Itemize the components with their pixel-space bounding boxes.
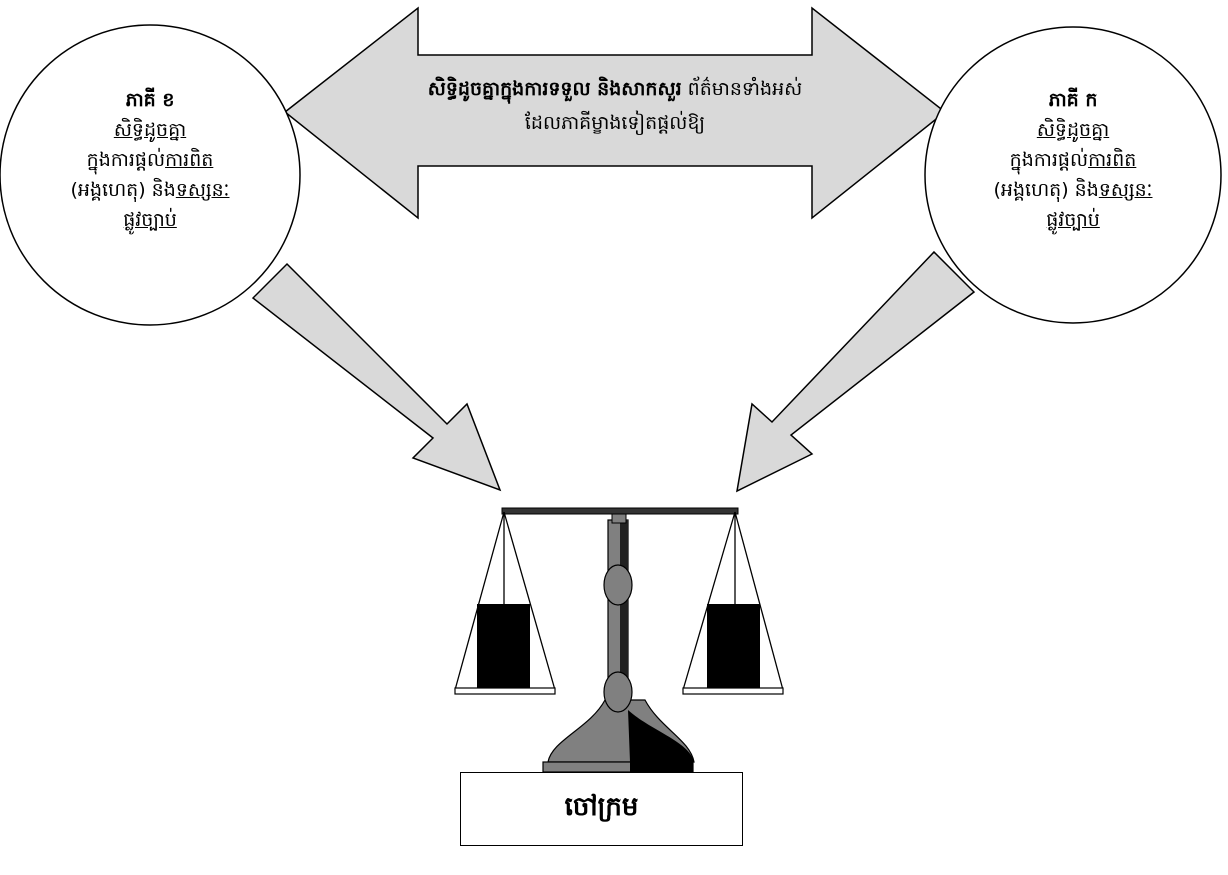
party-right-line3-underlined: ទស្សនៈ bbox=[1098, 179, 1153, 201]
court-label: ចៅក្រម bbox=[564, 792, 639, 822]
party-right-line3-plain: (អង្គហេតុ) និង bbox=[993, 179, 1099, 201]
party-right-line1: សិទ្ធិដូចគ្នា bbox=[1036, 119, 1110, 141]
party-right-text: ភាគី ក សិទ្ធិដូចគ្នា ក្នុងការផ្តល់ការពិត… bbox=[953, 85, 1193, 235]
center-arrow-text: សិទ្ធិដូចគ្នាក្នុងការទទួល និងសាកសួរ ព័ត៌… bbox=[380, 72, 850, 140]
party-left-line2-plain: ក្នុងការផ្តល់ bbox=[86, 149, 166, 171]
court-box: ចៅក្រម bbox=[460, 772, 743, 846]
party-right-title: ភាគី ក bbox=[1048, 89, 1098, 111]
party-left-line3-plain: (អង្គហេតុ) និង bbox=[70, 179, 176, 201]
center-arrow-plain-text: ព័ត៌មានទាំងអស់ bbox=[687, 78, 803, 100]
party-left-text: ភាគី ខ សិទ្ធិដូចគ្នា ក្នុងការផ្តល់ការពិត… bbox=[30, 85, 270, 235]
center-arrow-bold-text: សិទ្ធិដូចគ្នាក្នុងការទទួល និងសាកសួរ bbox=[427, 78, 682, 100]
center-arrow-line2: ដែលភាគីម្ខាងទៀតផ្តល់ឱ្យ bbox=[524, 112, 706, 134]
scale-icon bbox=[454, 507, 784, 773]
party-left-line4: ផ្លូវច្បាប់ bbox=[123, 209, 177, 231]
party-left-circle bbox=[0, 24, 301, 326]
right-weight bbox=[707, 604, 760, 688]
party-right-line2-underlined: ការពិត bbox=[1088, 149, 1137, 171]
party-right-line2-plain: ក្នុងការផ្តល់ bbox=[1009, 149, 1089, 171]
left-pan bbox=[454, 687, 556, 695]
party-left-line2-underlined: ការពិត bbox=[165, 149, 214, 171]
party-right-circle bbox=[924, 26, 1222, 324]
party-right-line4: ផ្លូវច្បាប់ bbox=[1046, 209, 1100, 231]
left-diagonal-arrow bbox=[251, 262, 502, 492]
left-weight bbox=[477, 604, 530, 688]
right-pan bbox=[682, 687, 784, 695]
party-left-title: ភាគី ខ bbox=[125, 89, 175, 111]
scale-beam bbox=[501, 507, 739, 515]
party-left-line3-underlined: ទស្សនៈ bbox=[175, 179, 230, 201]
right-diagonal-arrow bbox=[736, 250, 976, 493]
party-left-line1: សិទ្ធិដូចគ្នា bbox=[113, 119, 187, 141]
